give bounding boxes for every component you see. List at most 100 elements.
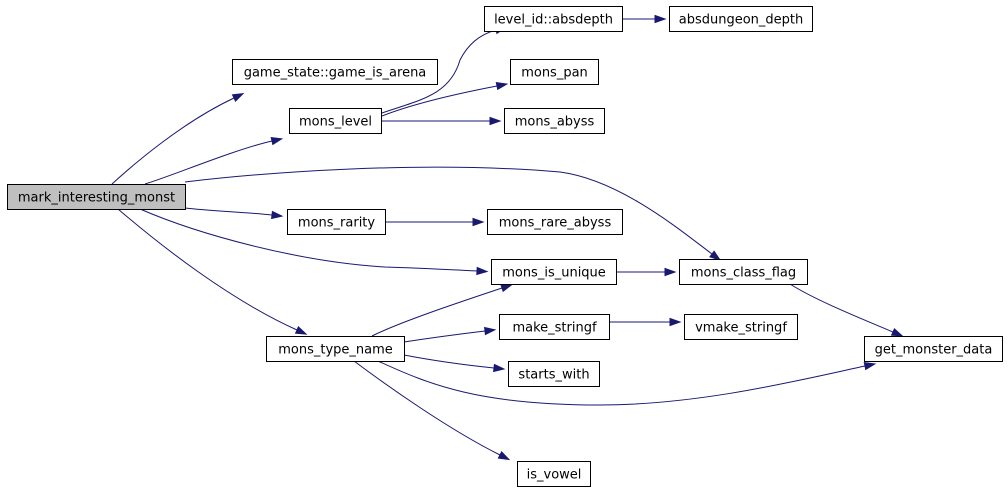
node-box — [7, 184, 186, 210]
edge-mons_type_name-to-starts_with — [403, 354, 506, 373]
node-absdungeon-depth[interactable]: absdungeon_depth — [669, 6, 813, 32]
node-box — [510, 59, 599, 85]
arrowhead — [271, 210, 284, 220]
arrowhead — [270, 137, 284, 146]
node-box — [487, 209, 623, 235]
edge-line — [403, 354, 495, 369]
node-vmake-stringf[interactable]: vmake_stringf — [684, 314, 798, 340]
node-box — [266, 336, 405, 362]
edge-mark_interesting_monst-to-mons_rarity — [184, 207, 284, 220]
edge-line — [377, 360, 866, 406]
node-mons-pan[interactable]: mons_pan — [510, 59, 599, 85]
edge-level_id_absdepth-to-absdungeon_depth — [621, 14, 667, 24]
edge-line — [403, 330, 486, 343]
node-make-stringf[interactable]: make_stringf — [499, 314, 610, 340]
node-box — [679, 259, 808, 285]
node-box — [669, 6, 813, 32]
arrowhead — [497, 451, 511, 461]
node-mons-class-flag[interactable]: mons_class_flag — [679, 259, 808, 285]
edge-mons_is_unique-to-mons_class_flag — [617, 267, 677, 277]
edge-line — [117, 208, 298, 331]
edge-mark_interesting_monst-to-mons_class_flag — [184, 166, 722, 261]
arrowhead — [709, 250, 722, 261]
arrowhead — [863, 362, 877, 371]
node-is-vowel[interactable]: is_vowel — [517, 461, 591, 487]
node-box — [517, 461, 591, 487]
node-label: vmake_stringf — [695, 321, 787, 336]
node-game-is-arena[interactable]: game_state::game_is_arena — [232, 59, 438, 85]
edge-line — [381, 29, 497, 114]
edge-line — [144, 140, 273, 185]
node-mark-interesting-monst[interactable]: mark_interesting_monst — [7, 184, 186, 210]
node-box — [232, 59, 438, 85]
edge-line — [789, 283, 894, 333]
arrowhead — [294, 325, 308, 335]
node-level-id-absdepth[interactable]: level_id::absdepth — [484, 6, 623, 32]
edge-mark_interesting_monst-to-mons_is_unique — [139, 208, 489, 276]
arrowhead — [890, 327, 904, 337]
node-box — [508, 361, 600, 387]
edge-line — [371, 287, 503, 337]
arrowhead — [493, 363, 506, 373]
node-label: mons_rarity — [298, 216, 375, 231]
edge-line — [184, 166, 713, 255]
node-label: starts_with — [518, 368, 589, 383]
node-get-monster-data[interactable]: get_monster_data — [864, 336, 1003, 362]
edge-mons_rarity-to-mons_rare_abyss — [385, 217, 485, 227]
arrowhead — [495, 82, 509, 91]
arrowhead — [669, 317, 682, 327]
edge-mark_interesting_monst-to-game_is_arena — [111, 93, 245, 185]
node-label: mons_is_unique — [502, 266, 606, 281]
node-label: get_monster_data — [875, 343, 993, 358]
node-mons-level[interactable]: mons_level — [289, 108, 382, 134]
node-label: make_stringf — [512, 321, 597, 336]
node-label: level_id::absdepth — [494, 13, 613, 28]
edge-line — [353, 360, 501, 456]
node-box — [504, 108, 605, 134]
edge-mark_interesting_monst-to-mons_type_name — [117, 208, 308, 335]
node-label: is_vowel — [527, 468, 582, 483]
edge-mons_type_name-to-is_vowel — [353, 360, 511, 461]
edge-make_stringf-to-vmake_stringf — [609, 317, 682, 327]
node-mons-type-name[interactable]: mons_type_name — [266, 336, 405, 362]
edge-line — [381, 85, 498, 117]
node-label: mons_type_name — [278, 343, 393, 358]
arrowhead — [654, 14, 667, 24]
edge-line — [111, 97, 235, 185]
edge-mons_type_name-to-make_stringf — [403, 326, 497, 343]
node-mons-rare-abyss[interactable]: mons_rare_abyss — [487, 209, 623, 235]
node-box — [499, 314, 610, 340]
arrowhead — [489, 116, 502, 126]
node-mons-is-unique[interactable]: mons_is_unique — [491, 259, 617, 285]
node-label: mons_pan — [521, 66, 588, 81]
arrowhead — [472, 217, 485, 227]
node-box — [684, 314, 798, 340]
node-label: mark_interesting_monst — [18, 191, 175, 206]
node-box — [491, 259, 617, 285]
node-label: mons_class_flag — [691, 266, 796, 281]
edge-line — [184, 207, 273, 216]
arrowhead — [231, 93, 245, 103]
node-starts-with[interactable]: starts_with — [508, 361, 600, 387]
node-box — [287, 209, 386, 235]
edge-mons_level-to-mons_abyss — [381, 116, 502, 126]
node-label: game_state::game_is_arena — [244, 66, 427, 81]
node-label: mons_level — [299, 115, 372, 130]
arrowhead — [484, 326, 497, 336]
node-mons-abyss[interactable]: mons_abyss — [504, 108, 605, 134]
node-label: mons_abyss — [515, 115, 595, 130]
node-label: mons_rare_abyss — [499, 216, 612, 231]
edge-mons_level-to-mons_pan — [381, 82, 509, 117]
edge-line — [139, 208, 478, 272]
node-box — [484, 6, 623, 32]
node-mons-rarity[interactable]: mons_rarity — [287, 209, 386, 235]
node-label: absdungeon_depth — [679, 13, 804, 28]
node-box — [289, 108, 382, 134]
node-box — [864, 336, 1003, 362]
arrowhead — [476, 266, 489, 276]
edge-mark_interesting_monst-to-mons_level — [144, 137, 284, 185]
nodes-layer: mark_interesting_monst game_state::game_i… — [7, 6, 1003, 487]
edge-mons_class_flag-to-get_monster_data — [789, 283, 904, 337]
edge-mons_type_name-to-mons_is_unique — [371, 284, 513, 337]
